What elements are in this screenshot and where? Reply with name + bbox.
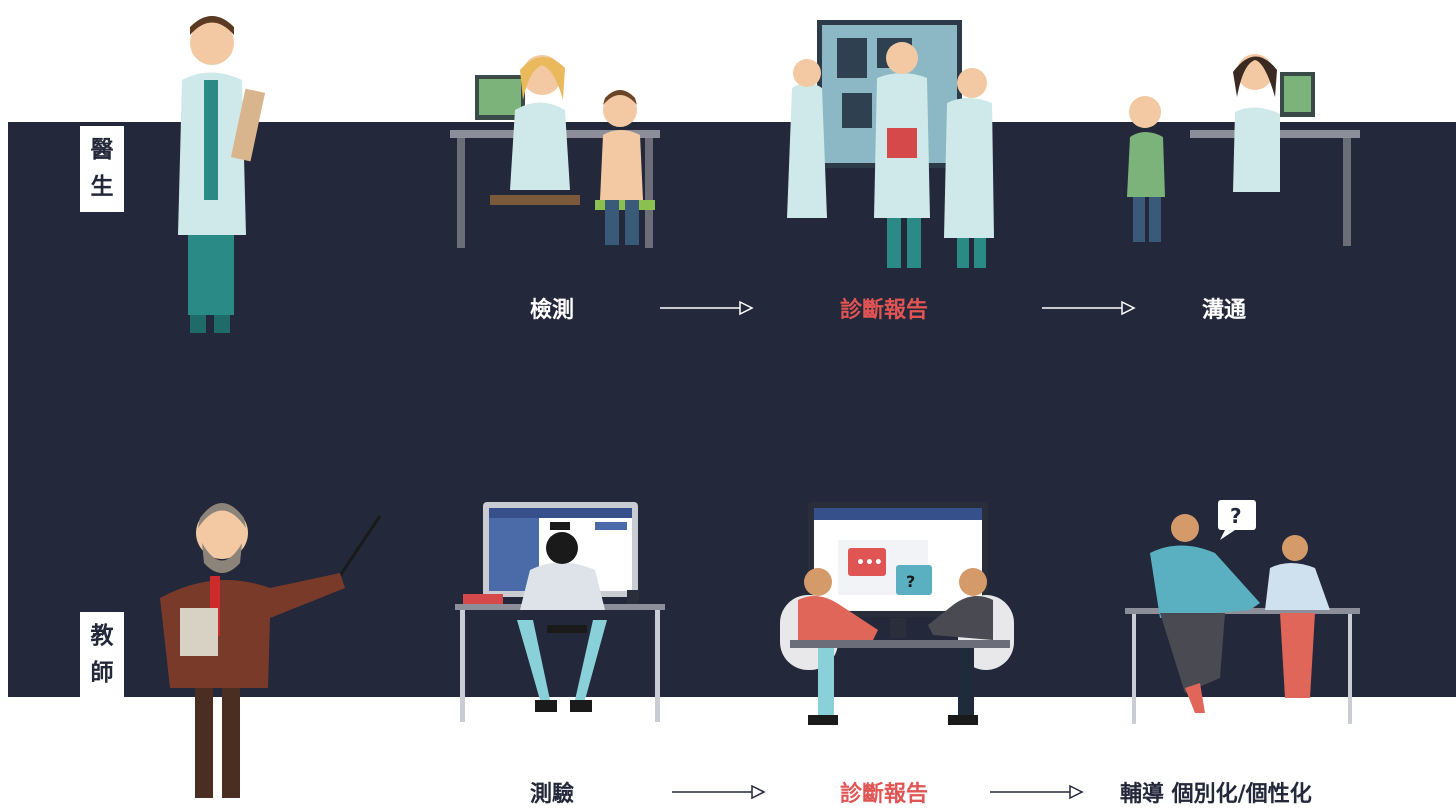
right-arrow-icon: [990, 784, 1084, 800]
right-arrow-icon: [1042, 300, 1136, 316]
doctor-figure-illustration: [178, 16, 266, 333]
right-arrow-icon: [660, 300, 754, 316]
svg-text:?: ?: [906, 572, 915, 591]
tutoring-illustration: ?: [1125, 500, 1360, 724]
svg-text:•••: •••: [856, 555, 883, 571]
teacher-role-char-1: 教: [90, 623, 114, 649]
step-diagnosis-report: 診斷報告: [840, 298, 929, 323]
doctor-role-tag: 醫 生: [80, 126, 124, 212]
teacher-role-char-2: 師: [90, 660, 114, 686]
step-diagnosis-report-teacher: 診斷報告: [840, 782, 929, 807]
teacher-role-tag: 教 師: [80, 612, 124, 698]
communication-illustration: [1127, 54, 1360, 246]
doctor-role-char-2: 生: [90, 174, 114, 200]
diagnosis-illustration: [787, 20, 994, 268]
step-examination: 檢測: [530, 298, 575, 323]
testing-illustration: [455, 502, 665, 722]
step-test: 測驗: [530, 782, 575, 807]
diagnosis-report-illustration: ••• ?: [780, 502, 1014, 725]
doctor-role-char-1: 醫: [90, 137, 114, 163]
right-arrow-icon: [672, 784, 766, 800]
svg-text:?: ?: [1230, 504, 1242, 528]
examination-illustration: [450, 55, 660, 248]
step-communication: 溝通: [1202, 298, 1247, 323]
teacher-figure-illustration: [160, 503, 382, 798]
step-tutoring-personalized: 輔導 個別化/個性化: [1120, 782, 1312, 807]
